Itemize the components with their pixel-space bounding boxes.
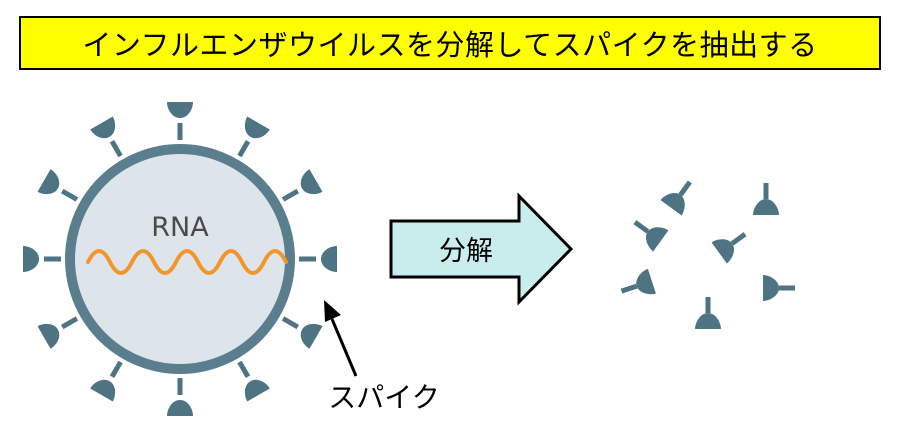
influenza-virus: RNA xyxy=(23,102,337,416)
decompose-arrow: 分解 xyxy=(389,192,574,306)
free-spike xyxy=(753,183,779,215)
rna-label: RNA xyxy=(151,212,209,243)
free-spike xyxy=(763,275,795,301)
spike-callout-label: スパイク xyxy=(328,381,439,414)
free-spike xyxy=(695,297,721,329)
decompose-arrow-label: 分解 xyxy=(439,236,493,267)
free-spike xyxy=(660,174,701,216)
spike-callout-arrow xyxy=(324,300,358,377)
virus-envelope xyxy=(65,144,295,374)
extracted-spikes xyxy=(617,174,795,329)
free-spike xyxy=(711,223,753,264)
free-spike xyxy=(617,268,656,304)
free-spike xyxy=(627,211,669,252)
title-banner: インフルエンザウイルスを分解してスパイクを抽出する xyxy=(19,16,881,70)
page-title: インフルエンザウイルスを分解してスパイクを抽出する xyxy=(82,28,818,62)
rna-strand xyxy=(86,249,288,275)
